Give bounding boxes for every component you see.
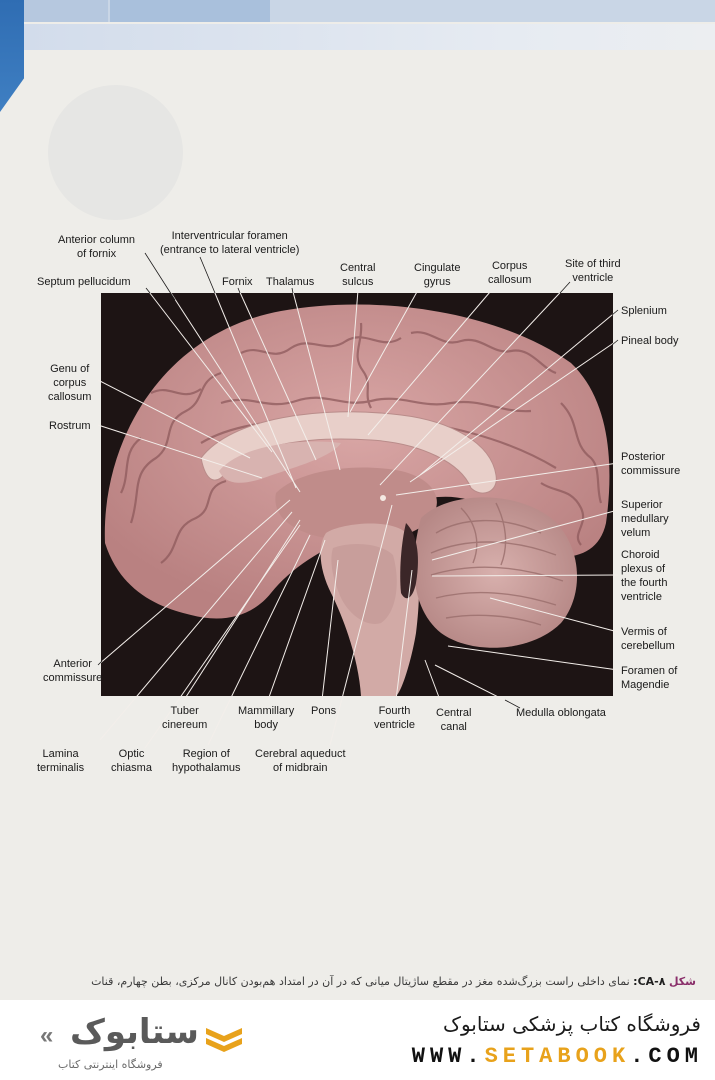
label-cerebral-aqueduct: Cerebral aqueduct of midbrain — [255, 748, 346, 774]
footer-banner — [0, 1000, 715, 1080]
caption-figure-word: شکل — [668, 975, 696, 988]
header-band-block — [20, 0, 108, 22]
label-tuber-cinereum: Tuber cinereum — [162, 705, 208, 731]
label-fornix: Fornix — [222, 276, 253, 288]
label-pons: Pons — [311, 705, 337, 717]
caption-figure-number: CA-۸: — [633, 975, 666, 988]
label-central-sulcus: Central sulcus — [340, 262, 376, 288]
shop-title: فروشگاه کتاب پزشکی ستابوک — [443, 1012, 701, 1036]
logo-subtitle: فروشگاه اینترنتی کتاب — [58, 1058, 163, 1071]
label-mammillary-body: Mammillary body — [238, 705, 295, 731]
label-posterior-commissure: Posterior commissure — [621, 451, 681, 477]
label-lamina-terminalis: Lamina terminalis — [37, 748, 85, 774]
label-foramen-magendie: Foramen of Magendie — [621, 665, 678, 691]
book-logo-icon — [206, 1028, 242, 1052]
logo-text: ستابوک — [70, 1012, 199, 1052]
label-fourth-ventricle: Fourth ventricle — [374, 705, 415, 731]
url-brand: SETABOOK — [484, 1044, 631, 1069]
label-region-hypothalamus: Region of hypothalamus — [172, 748, 241, 774]
label-site-third-ventricle: Site of third ventricle — [565, 258, 621, 284]
figure-caption: شکل CA-۸: نمای داخلی راست بزرگ‌شده مغز د… — [0, 975, 696, 988]
label-genu: Genu of corpus callosum — [48, 363, 92, 403]
label-vermis: Vermis of cerebellum — [621, 626, 675, 652]
header-band-block — [110, 0, 270, 22]
label-choroid-plexus: Choroid plexus of the fourth ventricle — [621, 549, 668, 603]
caption-text: نمای داخلی راست بزرگ‌شده مغز در مقطع ساژ… — [91, 975, 630, 988]
label-splenium: Splenium — [621, 305, 667, 317]
label-rostrum: Rostrum — [49, 420, 91, 432]
chevron-logo-icon: « — [40, 1022, 54, 1049]
brain-illustration — [104, 304, 610, 696]
label-corpus-callosum: Corpus callosum — [488, 260, 532, 286]
shop-url[interactable]: WWW.SETABOOK.COM — [412, 1044, 703, 1069]
label-superior-medullary-velum: Superior medullary velum — [621, 499, 669, 539]
label-optic-chiasma: Optic chiasma — [111, 748, 152, 774]
label-central-canal: Central canal — [436, 707, 472, 733]
brain-sagittal-photo — [101, 293, 613, 696]
label-pineal-body: Pineal body — [621, 335, 679, 347]
bleed-through-circle — [48, 85, 183, 220]
leader-lines — [97, 252, 619, 709]
label-septum-pellucidum: Septum pellucidum — [37, 276, 131, 288]
label-medulla-oblongata: Medulla oblongata — [516, 707, 606, 719]
url-suffix: .COM — [630, 1044, 703, 1069]
label-interventricular-foramen: Interventricular foramen (entrance to la… — [160, 230, 300, 256]
label-anterior-column-fornix: Anterior column of fornix — [58, 234, 136, 260]
label-anterior-commissure: Anterior commissure — [43, 658, 103, 684]
label-thalamus: Thalamus — [266, 276, 315, 288]
header-stripe — [22, 24, 715, 50]
url-prefix: WWW. — [411, 1044, 485, 1069]
label-cingulate-gyrus: Cingulate gyrus — [414, 262, 461, 288]
